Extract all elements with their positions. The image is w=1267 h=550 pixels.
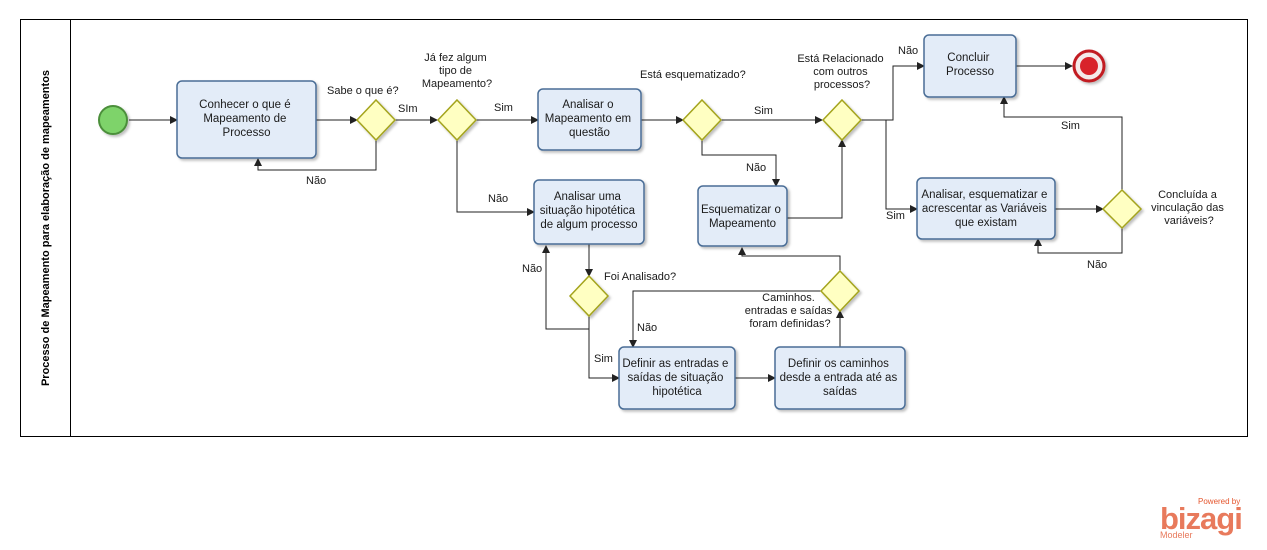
svg-text:Concluir Processo: Concluir Processo	[946, 52, 994, 78]
gateway-label: Foi Analisado?	[604, 271, 676, 283]
task-esquematizar[interactable]: Esquematizar o Mapeamento	[697, 185, 788, 247]
svg-text:Analisar, esquematizar e: Analisar, esquematizar e acrescentar as …	[921, 189, 1050, 229]
edge-label: Sim	[754, 105, 773, 117]
task-concluir[interactable]: Concluir Processo	[923, 34, 1017, 98]
edge-label: Não	[306, 175, 326, 187]
edge-g6-no	[629, 290, 821, 348]
edge-label: Sim	[886, 210, 905, 222]
edge-t4-g4	[787, 139, 846, 219]
powered-by-text: Powered by	[1198, 497, 1241, 506]
gateway-sabe[interactable]	[355, 98, 397, 142]
gateway-label: Já fez algum tipo de Mapeamento?	[422, 52, 492, 90]
svg-text:Conhecer o que é Mapeame: Conhecer o que é Mapeamento de Processo	[199, 99, 294, 139]
edge-g1-no	[254, 139, 377, 171]
gateway-label: Está esquematizado?	[640, 69, 746, 81]
gateway-label: Está Relacionado com outros processos?	[797, 53, 886, 91]
edges	[129, 62, 1123, 382]
end-event[interactable]	[1072, 49, 1106, 83]
bizagi-logo: bizagi	[1160, 501, 1243, 536]
gateway-label: Concluída a vinculação das variáveis?	[1151, 189, 1227, 227]
edge-label: SIm	[398, 103, 418, 115]
gateway-caminhos[interactable]	[819, 269, 861, 313]
task-definir-entradas[interactable]: Definir as entradas e saídas de situação…	[618, 346, 736, 410]
gateway-concluida[interactable]	[1101, 188, 1143, 230]
start-event[interactable]	[98, 105, 128, 135]
gateway-label: Caminhos. entradas e saídas foram defini…	[745, 292, 836, 330]
edge-label: Não	[1087, 259, 1107, 271]
gateway-esquematizado[interactable]	[681, 98, 723, 142]
edge-label: Não	[746, 162, 766, 174]
edge-label: Não	[637, 322, 657, 334]
edge-g4-yes	[861, 119, 918, 213]
pool: Processo de Mapeamento para elaboração d…	[20, 19, 1248, 437]
task-analisar-mapeamento[interactable]: Analisar o Mapeamento em questão	[537, 88, 642, 151]
edge-g2-no	[456, 139, 535, 216]
task-variaveis[interactable]: Analisar, esquematizar e acrescentar as …	[916, 177, 1056, 240]
gateway-relacionado[interactable]	[821, 98, 863, 142]
edge-label: Sim	[1061, 120, 1080, 132]
svg-text:Definir os caminhos desd: Definir os caminhos desde a entrada até …	[780, 358, 901, 398]
edge-label: Não	[522, 263, 542, 275]
edge-label: Não	[488, 193, 508, 205]
edge-label: Sim	[594, 353, 613, 365]
gateway-label: Sabe o que é?	[327, 85, 399, 97]
svg-text:Analisar o Mapeamento em: Analisar o Mapeamento em questão	[545, 99, 635, 139]
task-analisar-situacao[interactable]: Analisar uma situação hipotética de algu…	[533, 179, 645, 245]
gateway-analisado[interactable]	[568, 274, 610, 318]
edge-label: Não	[898, 45, 918, 57]
gateway-ja-fez[interactable]	[436, 98, 478, 142]
edge-g7-yes	[1000, 96, 1123, 190]
pool-title: Processo de Mapeamento para elaboração d…	[40, 70, 52, 386]
task-definir-caminhos[interactable]: Definir os caminhos desde a entrada até …	[774, 346, 906, 410]
edge-g5-yes	[588, 315, 620, 382]
task-conhecer-mapeamento[interactable]: Conhecer o que é Mapeamento de Processo	[176, 80, 317, 159]
svg-text:Definir as entradas e sa: Definir as entradas e saídas de situação…	[622, 358, 731, 398]
edge-g3-no	[701, 139, 780, 187]
edge-label: Sim	[494, 102, 513, 114]
edge-g7-no	[1034, 228, 1123, 254]
svg-text:Esquematizar o Mapeament: Esquematizar o Mapeamento	[701, 204, 784, 230]
edge-g6-yes	[738, 247, 841, 271]
svg-text:Analisar uma situação hi: Analisar uma situação hipotética de algu…	[540, 191, 638, 231]
modeler-text: Modeler	[1160, 530, 1193, 540]
